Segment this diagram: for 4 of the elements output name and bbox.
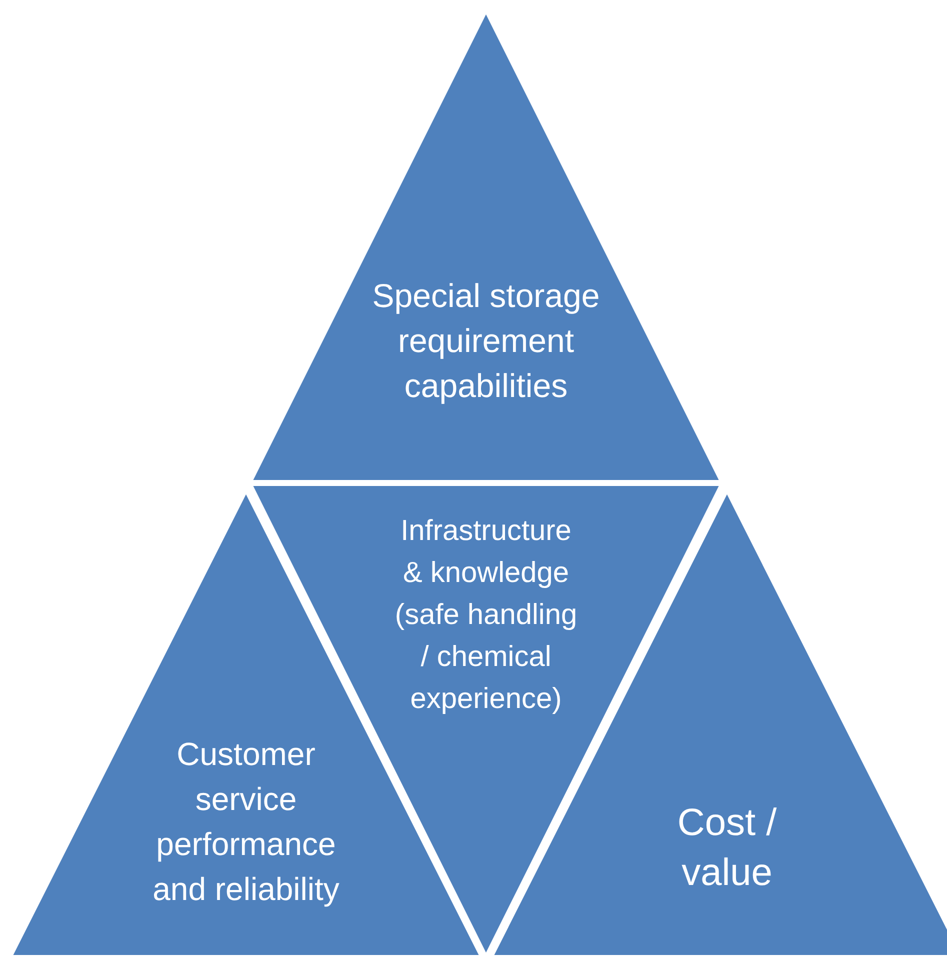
triangle-label: Cost / value: [676, 801, 778, 896]
triangle-label: Infrastructure & knowledge (safe handling / chemical experience): [394, 514, 578, 717]
triangle-label: Customer service performance and reliability: [152, 735, 340, 909]
triangle-label: Special storage requirement capabilities: [371, 276, 601, 406]
